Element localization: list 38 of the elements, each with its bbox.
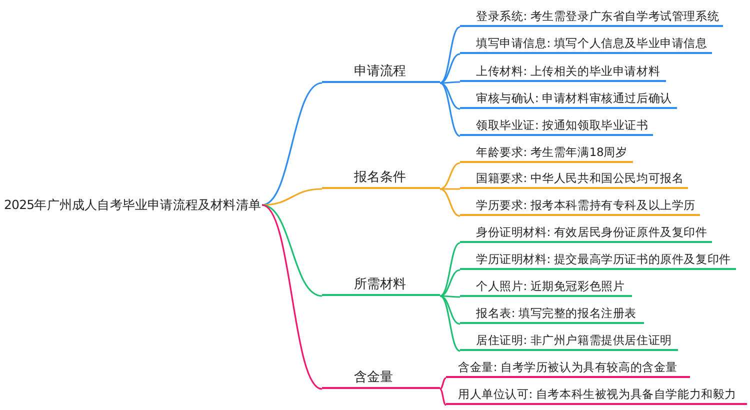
branch-line bbox=[439, 388, 447, 406]
branch-line bbox=[440, 81, 460, 84]
branch-line bbox=[440, 269, 460, 297]
branch-line bbox=[440, 53, 460, 84]
leaf-topic: 报名表: 填写完整的报名注册表 bbox=[460, 304, 644, 324]
branch-line bbox=[440, 26, 460, 84]
leaf-topic: 身份证明材料: 有效居民身份证原件及复印件 bbox=[460, 223, 712, 243]
branch-topic: 所需材料 bbox=[322, 276, 440, 296]
branch-line bbox=[262, 82, 322, 206]
branch-line bbox=[440, 295, 460, 352]
leaf-topic: 居住证明: 非广州户籍需提供居住证明 bbox=[460, 331, 678, 351]
leaf-topic: 学历要求: 报考本科需持有专科及以上学历 bbox=[460, 196, 700, 216]
leaf-topic: 审核与确认: 申请材料审核通过后确认 bbox=[460, 89, 677, 109]
leaf-topic: 含金量: 自考学历被认为具有较高的含金量 bbox=[446, 358, 690, 378]
leaf-topic: 登录系统: 考生需登录广东省自学考试管理系统 bbox=[460, 7, 723, 27]
branch-line bbox=[440, 162, 460, 190]
leaf-topic: 领取毕业证: 按通知领取毕业证书 bbox=[460, 116, 653, 136]
branch-line bbox=[262, 188, 322, 206]
branch-line bbox=[440, 188, 460, 217]
branch-topic: 申请流程 bbox=[322, 63, 440, 83]
branch-topic: 报名条件 bbox=[322, 169, 440, 189]
leaf-topic: 上传材料: 上传相关的毕业申请材料 bbox=[460, 62, 666, 82]
leaf-topic: 学历证明材料: 提交最高学历证书的原件及复印件 bbox=[460, 250, 736, 270]
branch-line bbox=[262, 204, 322, 390]
leaf-topic: 个人照片: 近期免冠彩色照片 bbox=[460, 277, 632, 297]
leaf-topic: 填写申请信息: 填写个人信息及毕业申请信息 bbox=[460, 34, 712, 54]
branch-topic: 含金量 bbox=[322, 369, 440, 389]
branch-line bbox=[440, 377, 446, 390]
branch-line bbox=[440, 82, 460, 137]
branch-line bbox=[440, 82, 460, 110]
branch-line bbox=[440, 295, 460, 298]
branch-line bbox=[440, 188, 460, 190]
branch-line bbox=[440, 242, 460, 297]
leaf-topic: 国籍要求: 中华人民共和国公民均可报名 bbox=[460, 169, 688, 189]
central-topic: 2025年广州成人自考毕业申请流程及材料清单 bbox=[4, 195, 262, 215]
branch-line bbox=[440, 295, 460, 325]
leaf-topic: 年龄要求: 考生需年满18周岁 bbox=[460, 143, 633, 163]
leaf-topic: 用人单位认可: 自考本科生被视为具备自学能力和毅力 bbox=[446, 385, 747, 405]
